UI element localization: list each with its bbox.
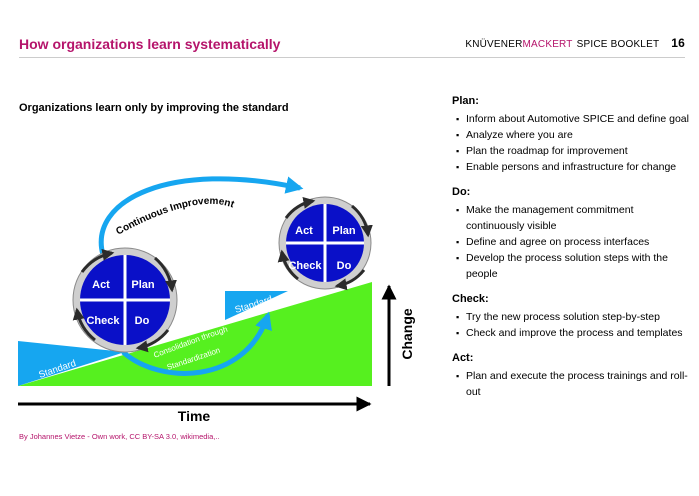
section-plan: Plan: Inform about Automotive SPICE and … [452,93,692,175]
change-axis-label: Change [399,308,415,360]
wheel1-plan: Plan [131,279,155,291]
section-act: Act: Plan and execute the process traini… [452,350,692,400]
wheel1-do: Do [135,315,150,327]
list-item: Develop the process solution steps with … [454,250,692,282]
brand-name-part3: SPICE BOOKLET [576,39,660,50]
list-item: Try the new process solution step-by-ste… [454,309,692,325]
section-heading: Check: [452,293,489,305]
progress-incline [18,282,372,386]
pdca-descriptions: Plan: Inform about Automotive SPICE and … [452,93,692,409]
continuous-improvement-label: Continuous Improvement [114,196,236,238]
standard-wedge-1 [18,341,125,386]
list-item: Define and agree on process interfaces [454,234,692,250]
diagram-subtitle: Organizations learn only by improving th… [19,102,289,114]
wheel2-act: Act [295,225,313,237]
time-axis-label: Time [178,408,211,424]
list-item: Analyze where you are [454,127,692,143]
section-heading: Do: [452,186,471,198]
section-do: Do: Make the management commitment conti… [452,184,692,282]
pdca-wheel-2: Act Plan Check Do [277,196,373,291]
page-number: 16 [671,36,685,50]
consolidation-arrow [121,311,272,376]
pdca-wheel-1: Act Plan Check Do [72,247,178,353]
standard-wedge-2 [225,291,288,320]
list-item: Make the management commitment continuou… [454,202,692,234]
page-title: How organizations learn systematically [19,36,281,52]
header-divider [19,57,685,58]
brand-header: KNÜVENER MACKERT SPICE BOOKLET 16 [465,36,685,50]
section-heading: Act: [452,352,474,364]
list-item: Inform about Automotive SPICE and define… [454,111,692,127]
wheel1-act: Act [92,279,110,291]
pdca-diagram: Standard Standard Continuous Improvement… [18,176,415,424]
section-heading: Plan: [452,95,479,107]
list-item: Plan and execute the process trainings a… [454,368,692,400]
wheel1-check: Check [86,315,120,327]
wheel2-do: Do [337,260,352,272]
wheel2-check: Check [288,260,322,272]
list-item: Plan the roadmap for improvement [454,143,692,159]
image-credit: By Johannes Vietze - Own work, CC BY-SA … [19,432,220,441]
continuous-improvement-arrow [98,176,304,256]
list-item: Enable persons and infrastructure for ch… [454,159,692,175]
brand-name-part1: KNÜVENER [465,39,523,50]
section-check: Check: Try the new process solution step… [452,291,692,341]
brand-name-part2: MACKERT [522,39,573,50]
wheel2-plan: Plan [332,225,356,237]
list-item: Check and improve the process and templa… [454,325,692,341]
